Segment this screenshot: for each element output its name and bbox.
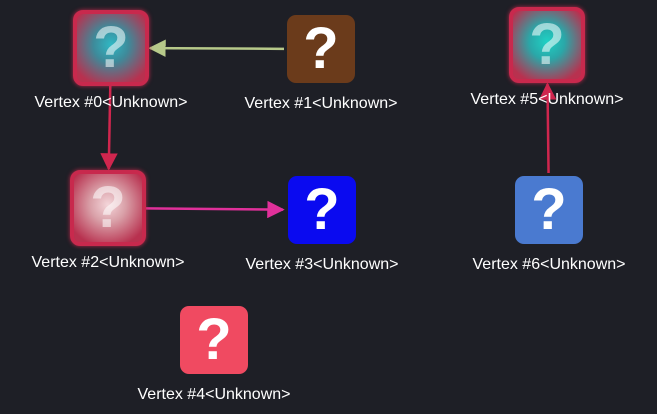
vertex-6-label: Vertex #6<Unknown>	[472, 256, 626, 273]
vertex-3-label: Vertex #3<Unknown>	[245, 256, 399, 273]
vertex-0[interactable]: ? Vertex #0<Unknown>	[11, 10, 211, 124]
vertex-1[interactable]: ? Vertex #1<Unknown>	[221, 15, 421, 125]
vertex-5-label: Vertex #5<Unknown>	[470, 91, 624, 108]
vertex-2[interactable]: ? Vertex #2<Unknown>	[8, 170, 208, 284]
vertex-4-icon: ?	[180, 306, 248, 374]
vertex-3[interactable]: ? Vertex #3<Unknown>	[222, 176, 422, 286]
vertex-3-icon: ?	[288, 176, 356, 244]
vertex-6-icon: ?	[515, 176, 583, 244]
vertex-2-label: Vertex #2<Unknown>	[31, 254, 185, 271]
vertex-1-icon: ?	[287, 15, 355, 83]
vertex-4[interactable]: ? Vertex #4<Unknown>	[114, 306, 314, 414]
vertex-6[interactable]: ? Vertex #6<Unknown>	[449, 176, 649, 286]
vertex-0-icon: ?	[73, 10, 149, 86]
vertex-4-label: Vertex #4<Unknown>	[137, 386, 291, 403]
vertex-1-label: Vertex #1<Unknown>	[244, 95, 398, 112]
vertex-0-label: Vertex #0<Unknown>	[34, 94, 188, 111]
vertex-5[interactable]: ? Vertex #5<Unknown>	[447, 7, 647, 121]
vertex-2-icon: ?	[70, 170, 146, 246]
vertex-5-icon: ?	[509, 7, 585, 83]
